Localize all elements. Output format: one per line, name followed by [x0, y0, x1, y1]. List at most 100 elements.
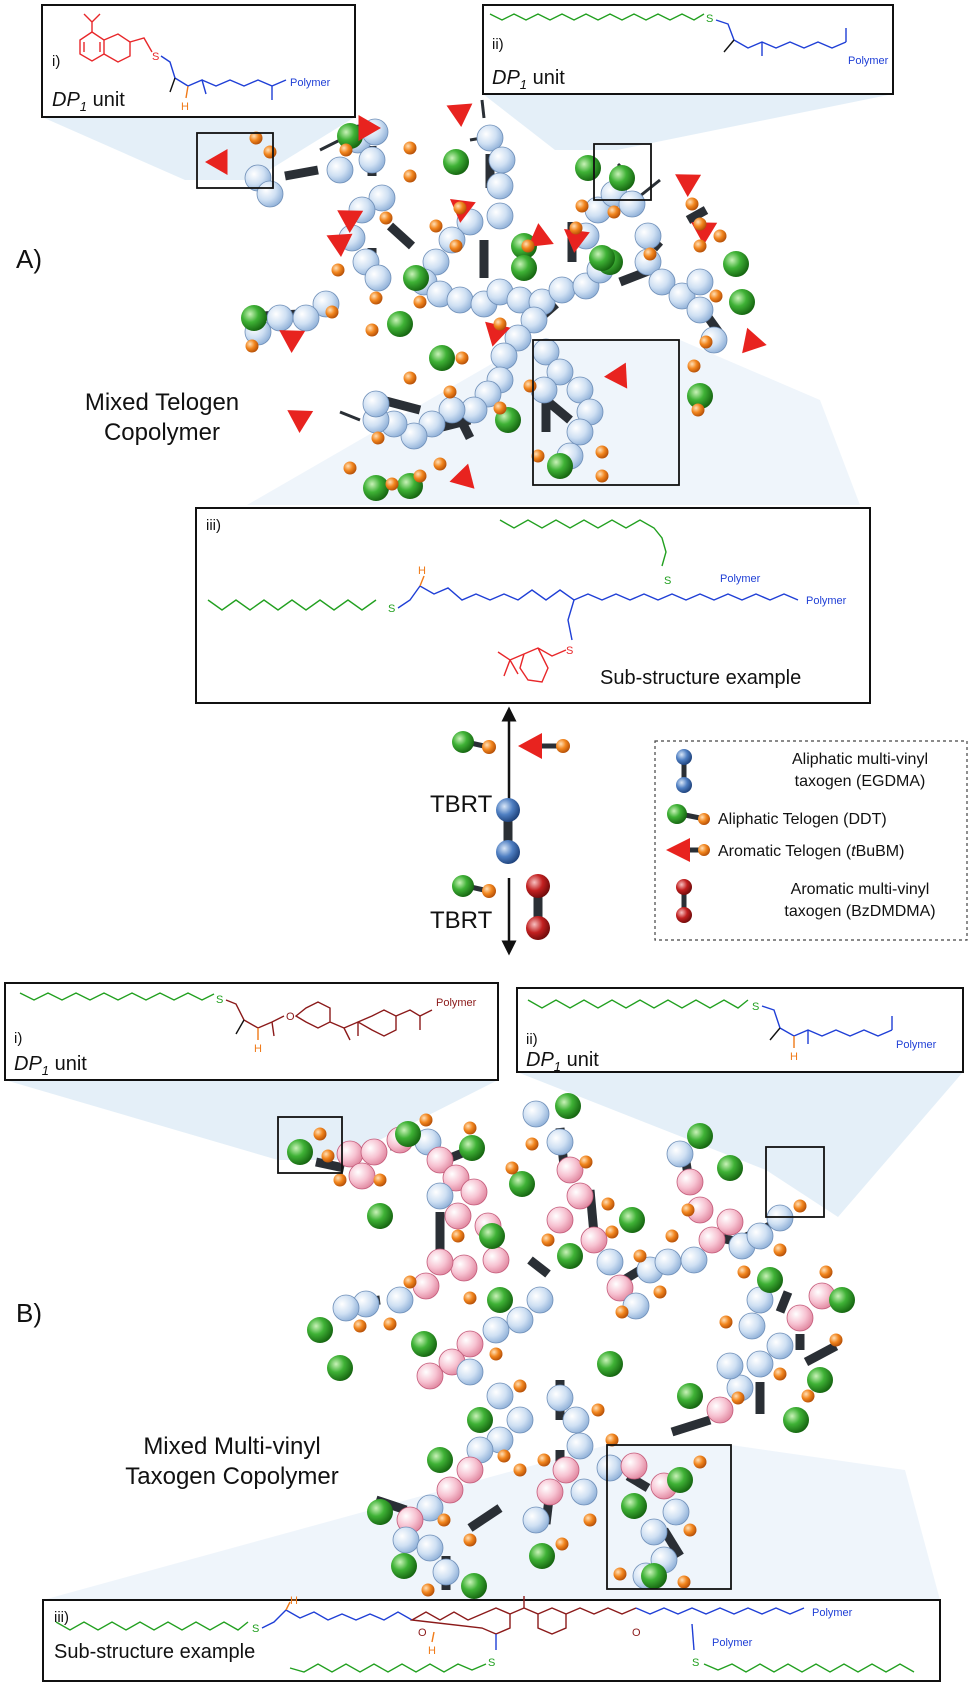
net-b-aromatic-taxogen-bead: [676, 1168, 704, 1196]
net-b-aliphatic-taxogen-bead: [386, 1286, 414, 1314]
green-sphere-icon: [547, 453, 573, 479]
highlight-box-a-i: [196, 132, 274, 189]
tbrt-bottom-label: TBRT: [430, 907, 493, 934]
orange-sphere-icon: [615, 1305, 629, 1319]
orange-sphere-icon: [541, 1233, 555, 1247]
red-triangle-icon: [287, 410, 314, 433]
net-b-aliphatic-taxogen-bead: [562, 1406, 590, 1434]
green-sphere-icon: [307, 1317, 333, 1343]
orange-sphere-icon: [497, 1449, 511, 1463]
green-sphere-icon: [367, 1499, 393, 1525]
red-dumbbell-icon: [526, 874, 550, 940]
green-sphere-icon: [363, 475, 389, 501]
red-triangle-icon: [527, 223, 554, 247]
orange-sphere-icon: [343, 461, 357, 475]
orange-sphere-icon: [321, 1149, 335, 1163]
orange-sphere-icon: [419, 1113, 433, 1127]
orange-sphere-icon: [373, 1173, 387, 1187]
orange-sphere-icon: [463, 1291, 477, 1305]
net-a-bond: [319, 138, 341, 152]
copolymer-label-b-line2: Taxogen Copolymer: [125, 1463, 338, 1490]
orange-sphere-icon: [685, 197, 699, 211]
orange-sphere-icon: [523, 379, 537, 393]
box-b-i-dp-label: DP1 unit: [14, 1053, 87, 1078]
net-b-aliphatic-taxogen-bead: [482, 1316, 510, 1344]
red-triangle-icon: [446, 103, 473, 127]
orange-sphere-icon: [643, 247, 657, 261]
net-b-aromatic-taxogen-bead: [556, 1156, 584, 1184]
orange-sphere-icon: [521, 239, 535, 253]
box-b-iii-s2: S: [488, 1657, 495, 1669]
net-a-aliphatic-taxogen-bead: [668, 282, 696, 310]
box-b-iii: iii) Sub-structure example S H H Polymer…: [42, 1595, 941, 1682]
orange-sphere-icon: [403, 371, 417, 385]
orange-sphere-icon: [493, 401, 507, 415]
orange-sphere-icon: [819, 1265, 833, 1279]
net-b-aliphatic-taxogen-bead: [570, 1478, 598, 1506]
red-triangle-icon: [326, 233, 353, 257]
net-a-bond: [639, 178, 661, 198]
green-sphere-icon: [829, 1287, 855, 1313]
orange-sphere-icon: [681, 1203, 695, 1217]
legend-red-dumbbell-icon: [676, 879, 692, 895]
net-a-aliphatic-taxogen-bead: [566, 376, 594, 404]
orange-sphere-icon: [595, 445, 609, 459]
net-b-aliphatic-taxogen-bead: [654, 1248, 682, 1276]
net-b-aromatic-taxogen-bead: [606, 1274, 634, 1302]
net-b-aromatic-taxogen-bead: [426, 1146, 454, 1174]
net-a-aliphatic-taxogen-bead: [486, 172, 514, 200]
net-a-aliphatic-taxogen-bead: [634, 222, 662, 250]
orange-sphere-icon: [451, 1229, 465, 1243]
orange-sphere-icon: [773, 1243, 787, 1257]
section-label-b: B): [16, 1298, 42, 1328]
net-b-aliphatic-taxogen-bead: [506, 1306, 534, 1334]
green-sphere-icon: [555, 1093, 581, 1119]
box-b-i-numeral: i): [14, 1030, 22, 1047]
orange-sphere-icon: [365, 323, 379, 337]
legend-box: [654, 740, 968, 941]
green-sphere-icon: [479, 1223, 505, 1249]
net-b-aliphatic-taxogen-bead: [596, 1248, 624, 1276]
net-a-aliphatic-taxogen-bead: [686, 296, 714, 324]
orange-sphere-icon: [633, 1249, 647, 1263]
net-b-aromatic-taxogen-bead: [444, 1202, 472, 1230]
legend: Aliphatic multi-vinyl taxogen (EGDMA) Al…: [654, 740, 968, 941]
orange-sphere-icon: [693, 239, 707, 253]
orange-sphere-icon: [693, 217, 707, 231]
net-b-aliphatic-taxogen-bead: [392, 1526, 420, 1554]
net-a-aliphatic-taxogen-bead: [504, 324, 532, 352]
green-sphere-icon: [461, 1573, 487, 1599]
box-a-iii-s1: S: [388, 603, 395, 615]
orange-sphere-icon: [595, 469, 609, 483]
box-b-ii: ii) DP1 unit S H Polymer: [516, 987, 964, 1074]
net-b-aromatic-taxogen-bead: [456, 1456, 484, 1484]
green-sphere-icon: [609, 165, 635, 191]
net-a-aliphatic-taxogen-bead: [546, 358, 574, 386]
box-b-iii-o2: O: [632, 1627, 641, 1639]
orange-sphere-icon: [505, 1161, 519, 1175]
green-sphere-icon: [411, 1331, 437, 1357]
net-a-aliphatic-taxogen-bead: [446, 286, 474, 314]
net-b-aliphatic-taxogen-bead: [738, 1312, 766, 1340]
red-triangle-icon: [742, 327, 767, 354]
section-label-a: A): [16, 244, 42, 274]
net-b-aromatic-taxogen-bead: [706, 1396, 734, 1424]
net-b-aliphatic-taxogen-bead: [746, 1222, 774, 1250]
legend-item-4-line2: taxogen (BzDMDMA): [784, 903, 935, 920]
green-sphere-icon: [575, 155, 601, 181]
box-b-i-o: O: [286, 1011, 295, 1023]
box-b-iii-polymer-2: Polymer: [812, 1607, 853, 1619]
box-b-i: i) DP1 unit S H O Polymer: [4, 982, 499, 1081]
box-a-ii-s: S: [706, 13, 713, 25]
box-a-iii-caption: Sub-structure example: [600, 667, 801, 689]
orange-sphere-icon: [591, 1403, 605, 1417]
orange-sphere-icon: [313, 1127, 327, 1141]
box-b-iii-numeral: iii): [54, 1609, 69, 1626]
net-b-aromatic-taxogen-bead: [348, 1162, 376, 1190]
orange-sphere-icon: [713, 229, 727, 243]
orange-sphere-icon: [693, 1455, 707, 1469]
green-sphere-icon: [467, 1407, 493, 1433]
net-b-aliphatic-taxogen-bead: [416, 1494, 444, 1522]
net-a-link: [284, 165, 319, 181]
